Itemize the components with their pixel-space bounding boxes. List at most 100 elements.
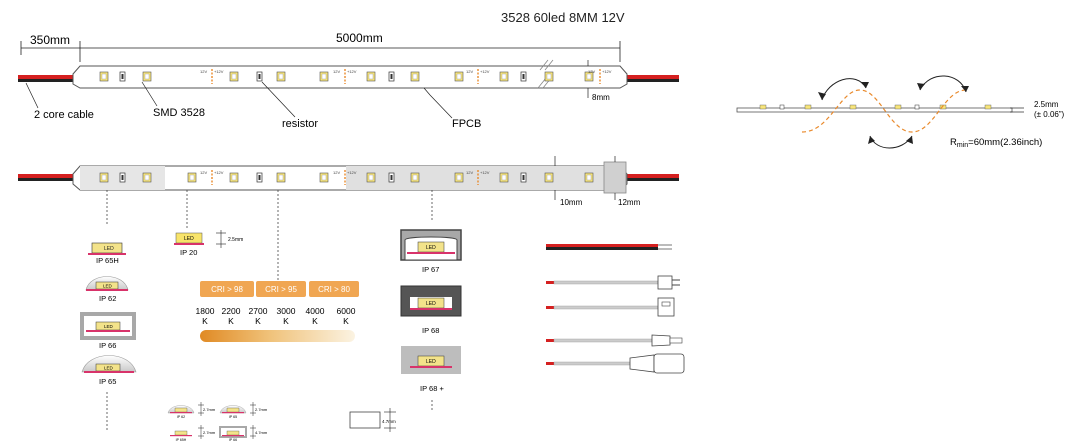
resistor xyxy=(256,71,263,82)
led-chip xyxy=(584,71,594,82)
led-chip xyxy=(99,172,109,183)
bend-arrow-right-top xyxy=(919,75,967,93)
thickness-tolerance: (± 0.06”) xyxy=(1034,110,1065,119)
solder-pad-label: +12V xyxy=(480,69,490,74)
bend-curve xyxy=(801,89,967,133)
cable-bare-wires xyxy=(546,244,672,250)
svg-text:2.7mm: 2.7mm xyxy=(255,407,268,412)
svg-text:4.7mm: 4.7mm xyxy=(255,430,268,435)
svg-text:IP 65H: IP 65H xyxy=(176,438,187,442)
ip67-label: IP 67 xyxy=(422,265,439,274)
cable-male-2pin xyxy=(546,275,680,290)
solder-pad-label: 12V xyxy=(333,69,340,74)
profile-ip67: LED IP 67 xyxy=(400,229,462,274)
mini-profile: IP 65 2.7mm xyxy=(219,402,268,419)
dimension-lines xyxy=(20,41,621,62)
cct-value: 2200 xyxy=(222,306,241,316)
svg-text:LED: LED xyxy=(426,301,436,307)
svg-text:LED: LED xyxy=(104,246,114,252)
solder-pad-label: 12V xyxy=(466,170,473,175)
led-chip xyxy=(276,71,286,82)
svg-text:IP 65: IP 65 xyxy=(229,415,237,419)
led-chip xyxy=(187,172,197,183)
led-chip xyxy=(454,172,464,183)
dotted-connectors xyxy=(106,190,433,430)
ip62-label: IP 62 xyxy=(99,294,116,303)
strip-body xyxy=(72,65,628,89)
cri-badges: CRI > 98 CRI > 95 CRI > 80 xyxy=(200,281,359,297)
led-chip xyxy=(142,71,152,82)
led-chip xyxy=(894,104,902,110)
cct-value: 1800 xyxy=(196,306,215,316)
led-chip xyxy=(759,104,767,110)
solder-pad-label: +12V xyxy=(214,170,224,175)
solder-pad-label: +12V xyxy=(214,69,224,74)
cct-value: 6000 xyxy=(337,306,356,316)
led-chip xyxy=(319,71,329,82)
min-bend-radius: Rmin=60mm(2.36inch) xyxy=(950,137,1042,149)
solder-pad-label: 12V xyxy=(333,170,340,175)
svg-text:LED: LED xyxy=(184,236,194,242)
cct-unit: K xyxy=(283,316,289,326)
end-cap xyxy=(603,161,627,194)
cct-unit: K xyxy=(255,316,261,326)
cable-dc-female xyxy=(546,353,685,374)
solder-pad-label: +12V xyxy=(347,170,357,175)
resistor xyxy=(256,172,263,183)
cct-unit: K xyxy=(312,316,318,326)
led-chip xyxy=(410,71,420,82)
bend-arrow-bottom xyxy=(869,135,913,149)
profile-ip66: LED IP 66 xyxy=(80,312,136,350)
led-chip xyxy=(454,71,464,82)
profile-bottom-box: 4.7mm xyxy=(349,408,396,432)
led-chip xyxy=(366,71,376,82)
svg-text:LED: LED xyxy=(426,359,436,365)
led-chip xyxy=(319,172,329,183)
cct-gradient-bar xyxy=(200,330,355,342)
svg-text:LED: LED xyxy=(426,245,436,251)
svg-text:LED: LED xyxy=(104,366,114,371)
led-chip xyxy=(499,172,509,183)
resistor xyxy=(520,71,527,82)
solder-pad-label: +12V xyxy=(347,69,357,74)
led-chip xyxy=(499,71,509,82)
product-title: 3528 60led 8MM 12V xyxy=(501,10,625,25)
cct-unit: K xyxy=(343,316,349,326)
ip65-label: IP 65 xyxy=(99,377,116,386)
resistor-label: resistor xyxy=(282,118,318,130)
resistor xyxy=(914,104,920,110)
resistor xyxy=(119,172,126,183)
ip20-dim: 2.5mm xyxy=(228,237,243,243)
svg-text:IP 66: IP 66 xyxy=(229,438,237,442)
cct-value: 4000 xyxy=(306,306,325,316)
led-chip xyxy=(849,104,857,110)
width-full-label: 10mm xyxy=(560,198,583,207)
ip68-label: IP 68 xyxy=(422,326,439,335)
led-chip xyxy=(544,172,554,183)
led-chip xyxy=(804,104,812,110)
thickness-label: 2.5mm xyxy=(1034,100,1059,109)
strip-length-label: 5000mm xyxy=(336,31,383,45)
solder-pad-label: +12V xyxy=(480,170,490,175)
width-label: 8mm xyxy=(592,93,610,102)
profile-ip68: LED IP 68 xyxy=(400,285,462,335)
resistor xyxy=(520,172,527,183)
ip66-label: IP 66 xyxy=(99,341,116,350)
cable-female-2pin xyxy=(546,297,675,317)
svg-text:LED: LED xyxy=(104,324,114,329)
solder-pad-label: 12V xyxy=(200,69,207,74)
fpcb-label: FPCB xyxy=(452,118,481,130)
led-chip xyxy=(142,172,152,183)
led-chip xyxy=(276,172,286,183)
profile-ip65h: LED IP 65H xyxy=(88,242,126,265)
cri-badge-95: CRI > 95 xyxy=(265,285,297,294)
ip65h-label: IP 65H xyxy=(96,256,119,265)
solder-pad-label: 12V xyxy=(588,69,595,74)
bend-arrow-left-top xyxy=(821,78,867,101)
mini-profile: IP 622.7mm xyxy=(167,402,216,419)
end-cap-label: 12mm xyxy=(618,198,641,207)
ip68-plus-label: IP 68 + xyxy=(420,384,444,393)
